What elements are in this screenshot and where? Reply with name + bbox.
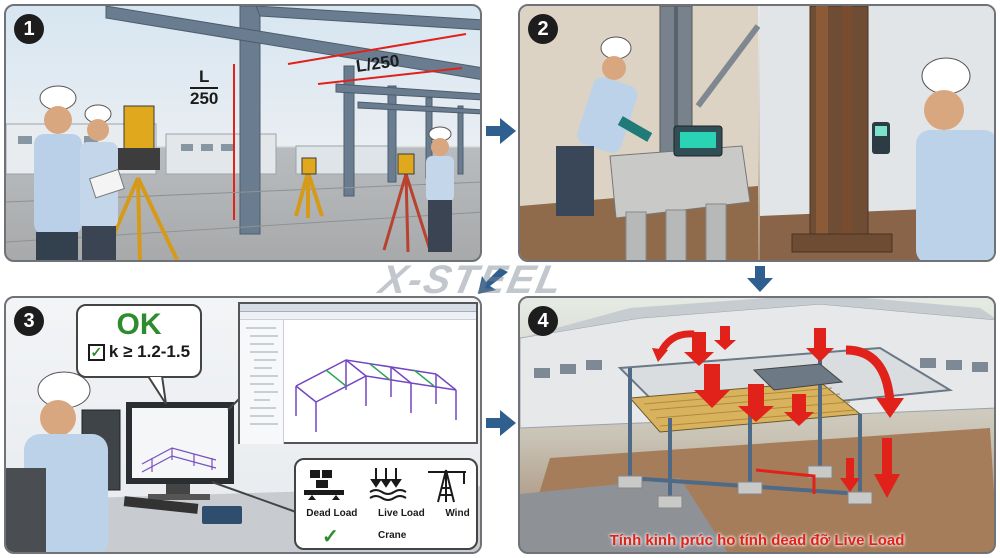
arrow-down-left-icon (478, 268, 508, 294)
ok-status: OK (116, 308, 162, 341)
wind-icon (428, 469, 466, 503)
arrow-down-icon (747, 266, 773, 292)
step-badge-4: 4 (528, 306, 558, 336)
load-scene (520, 298, 994, 552)
dead-load-icon (304, 470, 344, 500)
panel-analysis: 3 OK ✓ k ≥ 1.2-1.5 (4, 296, 482, 554)
arrow-right-icon-2 (486, 410, 516, 436)
live-load-icon (369, 468, 407, 501)
arrow-right-icon (486, 118, 516, 144)
3d-frame-model (295, 359, 457, 432)
bubble-tail (148, 376, 167, 405)
dead-load-check-icon: ✓ (322, 526, 339, 548)
panel-load-diagram: 4 (518, 296, 996, 554)
panel-column-testing: 2 (518, 4, 996, 262)
step-badge-2: 2 (528, 14, 558, 44)
wind-label: Wind (445, 508, 470, 519)
fraction-bar (190, 87, 219, 89)
check-result-bubble: OK ✓ k ≥ 1.2-1.5 (76, 304, 202, 378)
load-caption: Tính kinh prúc ho tính dead đỡ Live Load (609, 532, 905, 549)
window-toolbar (240, 312, 476, 320)
height-deflection-label: L 250 (190, 67, 219, 108)
load-cases-bubble: Dead Load Live Load Wind ✓ Crane (294, 458, 478, 550)
load-icons-row (304, 468, 466, 503)
load-labels-row: Dead Load Live Load Wind (296, 508, 480, 519)
model-tree-lines (246, 327, 278, 425)
panel-survey: 1 (4, 4, 482, 262)
live-load-label: Live Load (378, 508, 425, 519)
survey-scene (6, 6, 480, 260)
height-label-numerator: L (198, 67, 210, 86)
step-badge-3: 3 (14, 306, 44, 336)
crane-label: Crane (378, 530, 407, 541)
dead-load-label: Dead Load (306, 508, 358, 519)
fem-software-window (238, 302, 478, 444)
safety-factor-criterion: k ≥ 1.2-1.5 (108, 342, 191, 361)
step-badge-1: 1 (14, 14, 44, 44)
testing-scene (520, 6, 994, 260)
brand-watermark: X-STEEL (375, 258, 568, 302)
checkbox-checked-icon: ✓ (87, 343, 105, 361)
safety-factor-row: ✓ k ≥ 1.2-1.5 (78, 342, 200, 362)
window-titlebar (240, 304, 476, 312)
model-tree-panel (240, 320, 284, 444)
height-label-denominator: 250 (190, 89, 219, 108)
